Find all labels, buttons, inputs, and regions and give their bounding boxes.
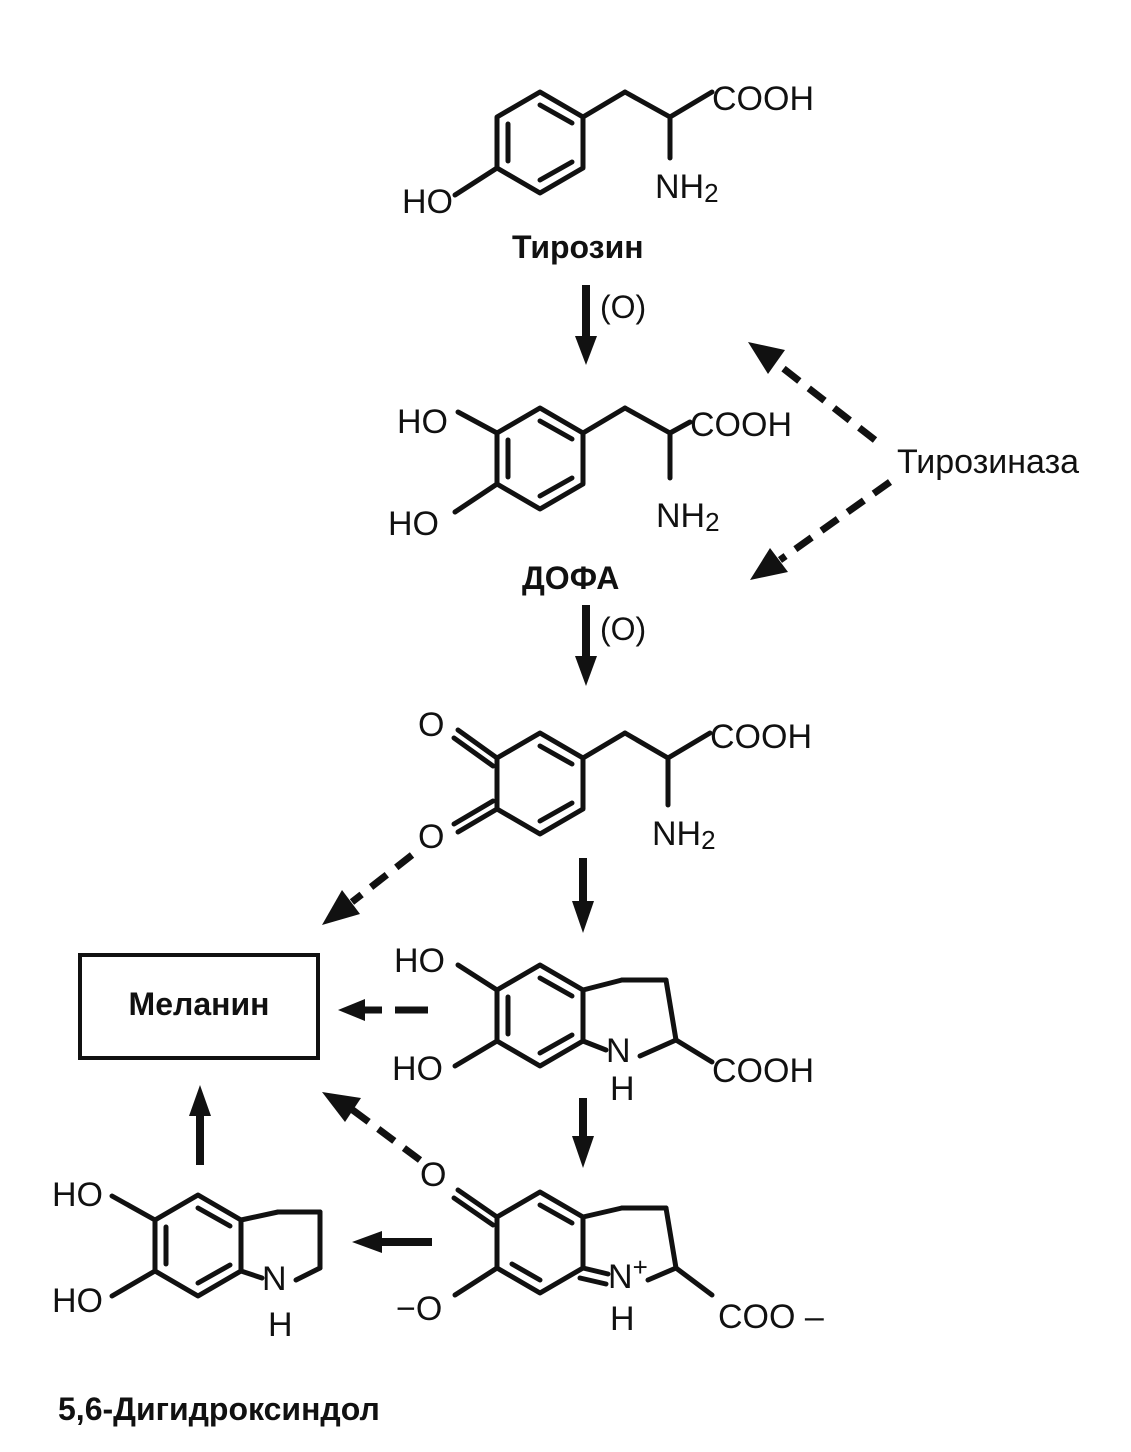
carboxyl-label: COOH: [712, 80, 814, 118]
amino-label: NH2: [656, 497, 720, 537]
leucodopachrome-to-melanin-arrow: [338, 999, 428, 1021]
dihydroxyindole-name: 5,6-Дигидроксиндол: [58, 1391, 380, 1427]
nitrogen-label: N: [262, 1260, 287, 1298]
dopaquinone-to-melanin-arrow: [322, 852, 415, 925]
carboxylate-label: COO –: [718, 1298, 824, 1336]
oxidation-arrow-2: (O): [575, 605, 646, 686]
dihydroxyindole-structure: HO HO N H: [52, 1176, 323, 1344]
dopa-name: ДОФА: [522, 560, 619, 596]
phenolate-label: −O: [396, 1290, 442, 1328]
decarboxylation-arrow: [352, 1231, 432, 1253]
dopaquinone-structure: O O COOH NH2: [418, 706, 812, 856]
cyclization-arrow: [572, 858, 594, 933]
carboxyl-label: COOH: [710, 718, 812, 756]
carboxyl-label: COOH: [712, 1052, 814, 1090]
hydroxyl-label-4: HO: [388, 505, 439, 543]
hydroxyl-label-7: HO: [52, 1176, 103, 1214]
oxo-label-1: O: [418, 706, 444, 744]
dihydroxyindole-to-melanin-arrow: [189, 1085, 211, 1165]
dopachrome-to-melanin-arrow: [322, 1092, 423, 1163]
hydroxyl-label: HO: [402, 183, 453, 221]
tyrosine-name: Тирозин: [512, 229, 644, 265]
oxidation-label-1: (O): [600, 289, 646, 325]
melanin-box: Меланин: [78, 953, 320, 1060]
oxo-label-2: O: [418, 818, 444, 856]
oxidation-arrow-3: [572, 1098, 594, 1168]
hydroxyl-label-8: HO: [52, 1282, 103, 1320]
hydroxyl-label-3: HO: [397, 403, 448, 441]
dopa-structure: HO HO COOH NH2: [388, 403, 792, 543]
hydroxyl-label-5: HO: [394, 942, 445, 980]
dopachrome-structure: O −O N+ H COO –: [396, 1156, 824, 1338]
melanin-label: Меланин: [129, 986, 270, 1022]
oxo-label-3: O: [420, 1156, 446, 1194]
tyrosinase-label: Тирозиназа: [897, 443, 1079, 481]
carboxyl-label: COOH: [690, 406, 792, 444]
amino-label: NH2: [652, 815, 716, 855]
hydrogen-label: H: [610, 1070, 635, 1108]
tyrosinase-arrow-down: [750, 479, 893, 580]
hydrogen-label: H: [610, 1300, 635, 1338]
amino-label: NH2: [655, 168, 719, 208]
leucodopachrome-structure: HO HO N H COOH: [392, 942, 814, 1108]
hydroxyl-label-6: HO: [392, 1050, 443, 1088]
oxidation-arrow-1: (O): [575, 285, 646, 365]
hydrogen-label: H: [268, 1306, 293, 1344]
tyrosinase-arrow-up: [748, 342, 878, 443]
oxidation-label-2: (O): [600, 611, 646, 647]
tyrosine-structure: HO COOH NH2: [402, 80, 814, 221]
nitrogen-label: N: [606, 1032, 631, 1070]
iminium-label: N+: [608, 1252, 648, 1296]
